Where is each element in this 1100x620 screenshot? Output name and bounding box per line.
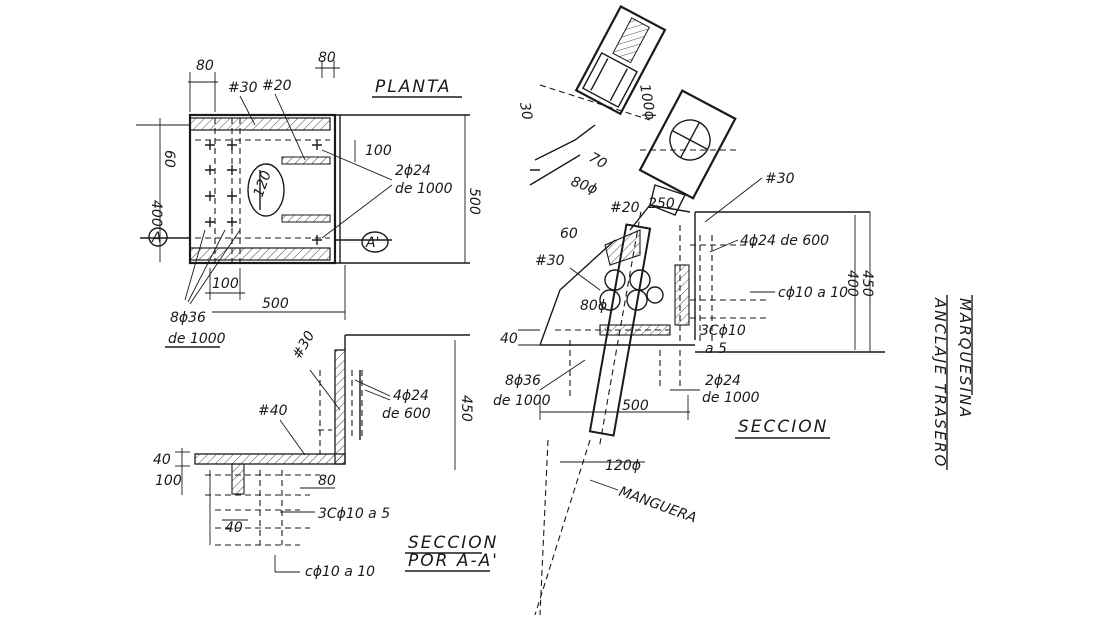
- planta-top-flange: [189, 117, 331, 131]
- seccion-aa-bars-4x24-1: 4ϕ24: [393, 388, 429, 404]
- seccion-aa-stirrups-3c: 3Cϕ10 a 5: [318, 506, 390, 522]
- seccion-plate-30-left: #30: [535, 253, 565, 269]
- seccion-aa-bars-4x24-2: de 600: [382, 406, 431, 422]
- planta-dim-100: 100: [365, 143, 392, 159]
- seccion-aa-plate-40: #40: [258, 403, 288, 419]
- planta-bars-2x24-2: de 1000: [395, 181, 453, 197]
- seccion-aa-dim-40: 40: [153, 452, 171, 468]
- seccion-bolt-cluster: [599, 269, 664, 311]
- planta-dim-60: 60: [161, 150, 177, 168]
- seccion-dim-100d: 100ϕ: [636, 83, 658, 121]
- planta-marker-a-prime: A': [365, 235, 379, 251]
- side-title-2: ANCLAJE TRASERO: [931, 297, 949, 468]
- seccion-aa-dim-450: 450: [458, 395, 474, 422]
- planta-dim-80-left: 80: [196, 58, 214, 74]
- seccion-dim-450: 450: [859, 270, 875, 297]
- planta-bars-8x36-1: 8ϕ36: [170, 310, 206, 326]
- seccion-pin-lug: [638, 89, 737, 200]
- planta-dim-120: 120: [251, 169, 275, 200]
- seccion-aa-view: 450 #30 #40 4ϕ24 de 600 40 100 80 3Cϕ10 …: [153, 328, 499, 580]
- seccion-dim-80d: 80ϕ: [569, 174, 600, 198]
- seccion-aa-dim-40-low: 40: [225, 520, 243, 536]
- side-title: MARQUESINA ANCLAJE TRASERO: [931, 295, 974, 470]
- planta-dim-500-bottom: 500: [262, 296, 289, 312]
- seccion-dim-500: 500: [622, 398, 649, 414]
- seccion-bars-2x24-1: 2ϕ24: [705, 373, 741, 389]
- seccion-aa-dim-100: 100: [155, 473, 182, 489]
- seccion-dim-250: 250: [648, 196, 675, 212]
- seccion-aa-vertical-plate: [334, 349, 346, 465]
- seccion-manguera: MANGUERA: [617, 484, 699, 527]
- seccion-dim-60: 60: [560, 226, 578, 242]
- planta-dim-80-right: 80: [318, 50, 336, 66]
- seccion-dim-80d-low: 80ϕ: [580, 298, 607, 314]
- planta-plate-30: #30: [228, 80, 258, 96]
- planta-bars-8x36-2: de 1000: [168, 331, 226, 347]
- seccion-dim-120d: 120ϕ: [605, 458, 641, 474]
- seccion-dim-400: 400: [844, 270, 860, 297]
- seccion-title: SECCION: [738, 417, 828, 437]
- seccion-bars-4x24: 4ϕ24 de 600: [740, 233, 829, 249]
- planta-marker-a: A: [151, 230, 162, 246]
- seccion-dim-70: 70: [586, 150, 610, 173]
- seccion-aa-dim-80: 80: [318, 473, 336, 489]
- seccion-stirrups-3c-2: a 5: [705, 341, 727, 357]
- seccion-plate-20: #20: [610, 200, 640, 216]
- planta-hole-circle: [247, 163, 285, 217]
- seccion-stirrups-3c-1: 3Cϕ10: [700, 323, 746, 339]
- side-title-1: MARQUESINA: [956, 298, 974, 419]
- seccion-hinge-upper: [574, 4, 667, 116]
- seccion-bars-8x36-2: de 1000: [493, 393, 551, 409]
- planta-plate-outline: [188, 113, 337, 265]
- planta-title: PLANTA: [375, 77, 452, 97]
- seccion-aa-title-1: SECCION: [408, 533, 498, 553]
- seccion-aa-plate-30: #30: [290, 328, 319, 362]
- planta-view: A A' 80 80 #30 #20 400 60 100 120 2ϕ24 d…: [136, 50, 482, 348]
- planta-bars-2x24-1: 2ϕ24: [395, 163, 431, 179]
- seccion-dim-30: 30: [516, 101, 535, 121]
- planta-bottom-flange: [189, 247, 331, 261]
- seccion-plate-30: #30: [765, 171, 795, 187]
- planta-dim-100-bottom: 100: [212, 276, 239, 292]
- planta-dim-400: 400: [148, 200, 164, 227]
- planta-dim-500-right: 500: [466, 188, 482, 215]
- seccion-stirrup-c: cϕ10 a 10: [778, 285, 848, 301]
- seccion-bars-2x24-2: de 1000: [702, 390, 760, 406]
- seccion-dim-40: 40: [500, 331, 518, 347]
- seccion-aa-base-plate: [194, 453, 346, 465]
- seccion-view: 30 70 80ϕ 100ϕ: [493, 4, 885, 616]
- seccion-bars-8x36-1: 8ϕ36: [505, 373, 541, 389]
- seccion-aa-stirrup-c: cϕ10 a 10: [305, 564, 375, 580]
- planta-plate-20: #20: [262, 78, 292, 94]
- seccion-aa-title-2: POR A-A': [408, 551, 499, 571]
